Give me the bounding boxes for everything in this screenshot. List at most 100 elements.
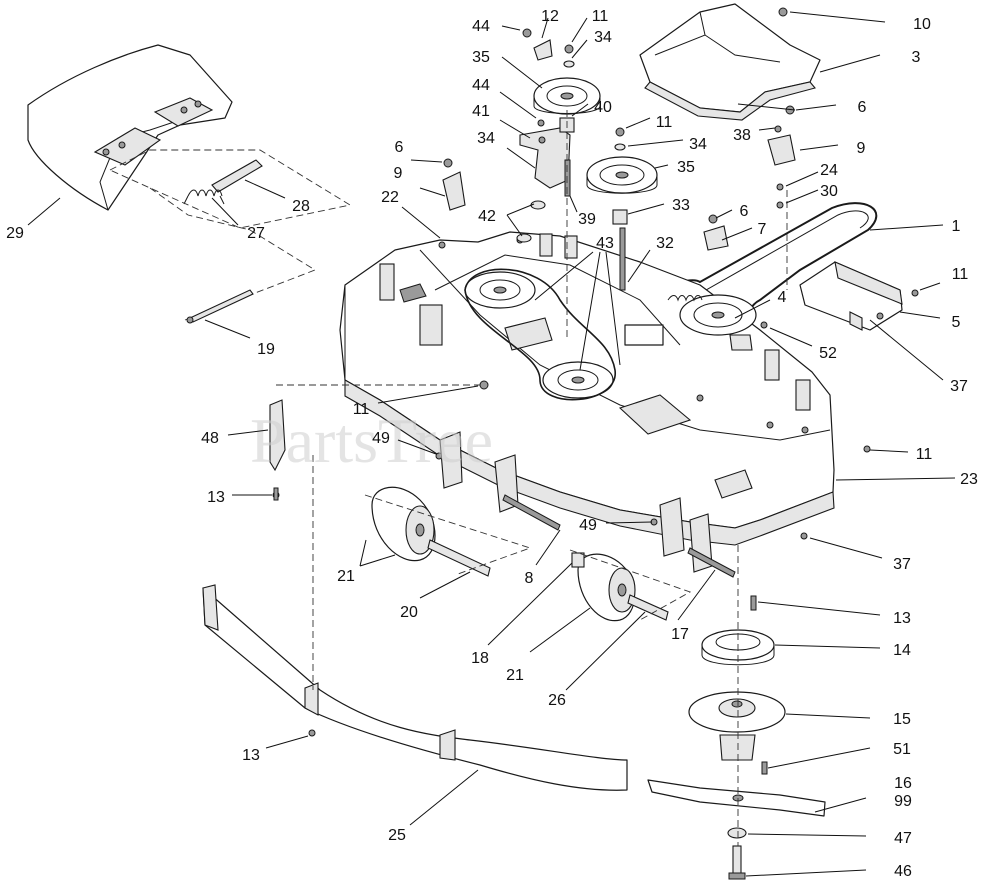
leader-lines (27, 11, 956, 877)
washer-42-bottom (516, 233, 532, 243)
callout-30: 30 (820, 183, 838, 200)
callout-1: 1 (952, 218, 961, 235)
callout-17: 17 (671, 626, 689, 643)
callout-35: 35 (677, 159, 695, 176)
bolt-8 (502, 494, 561, 531)
callout-21: 21 (337, 568, 355, 585)
callout-13: 13 (893, 610, 911, 627)
washer-42-top (530, 200, 546, 210)
callout-34: 34 (689, 136, 707, 153)
callout-37: 37 (893, 556, 911, 573)
callout-10: 10 (913, 16, 931, 33)
callout-13: 13 (207, 489, 225, 506)
callout-48: 48 (201, 430, 219, 447)
callout-24: 24 (820, 162, 838, 179)
callout-22: 22 (381, 189, 399, 206)
mower-blade-16 (647, 779, 826, 817)
watermark-text: PartsTree (250, 405, 493, 476)
spacer-33 (612, 209, 628, 225)
anti-scalp-roller-left (371, 486, 436, 562)
callout-34: 34 (477, 130, 495, 147)
callout-39: 39 (578, 211, 596, 228)
anti-scalp-plate-48 (269, 399, 286, 472)
callout-40: 40 (594, 99, 612, 116)
callout-34: 34 (594, 29, 612, 46)
callout-16: 16 (894, 775, 912, 792)
bracket-9-right (767, 134, 796, 166)
roller-axle-26 (627, 594, 669, 621)
callout-13: 13 (242, 747, 260, 764)
callout-11: 11 (592, 8, 609, 25)
callout-33: 33 (672, 197, 690, 214)
deck-skirt-25 (202, 584, 628, 791)
callout-99: 99 (894, 793, 912, 810)
bolt-39 (564, 159, 571, 197)
callout-43: 43 (596, 235, 614, 252)
callout-15: 15 (893, 711, 911, 728)
callout-35: 35 (472, 49, 490, 66)
callout-6: 6 (740, 203, 749, 220)
callout-11: 11 (353, 401, 370, 418)
callout-49: 49 (372, 430, 390, 447)
upper-pulley-35-right (586, 156, 658, 194)
callout-12: 12 (541, 8, 559, 25)
callout-11: 11 (952, 266, 969, 283)
callout-11: 11 (916, 446, 933, 463)
bracket-12 (533, 39, 553, 61)
callout-7: 7 (758, 221, 767, 238)
chute-torsion-spring (183, 189, 225, 205)
upper-pulley-35-top (533, 77, 601, 115)
callout-25: 25 (388, 827, 406, 844)
callout-52: 52 (819, 345, 837, 362)
callout-23: 23 (960, 471, 978, 488)
callout-28: 28 (292, 198, 310, 215)
callout-37: 37 (950, 378, 968, 395)
washer-47 (727, 827, 747, 839)
callout-4: 4 (778, 289, 787, 306)
callout-42: 42 (478, 208, 496, 225)
discharge-chute (27, 44, 233, 211)
callout-44: 44 (472, 77, 490, 94)
callout-19: 19 (257, 341, 275, 358)
callout-29: 29 (6, 225, 24, 242)
bolt-51 (761, 761, 768, 775)
blade-bolt-46 (728, 845, 746, 880)
bracket-7 (703, 225, 729, 251)
callout-44-top: 44 (472, 18, 490, 35)
callout-21: 21 (506, 667, 524, 684)
bracket-9-left (442, 171, 466, 211)
callout-5: 5 (952, 314, 961, 331)
callout-49: 49 (579, 517, 597, 534)
drive-pulley (679, 294, 757, 351)
callout-labels: 44 12 11 10 35 34 3 44 41 40 11 6 38 34 … (6, 8, 978, 880)
callout-41: 41 (472, 103, 490, 120)
deck-spindle-pulley-left (464, 271, 536, 309)
bolt-17 (687, 547, 736, 578)
fasteners (272, 7, 871, 737)
callout-20: 20 (400, 604, 418, 621)
callout-46: 46 (894, 863, 912, 880)
callout-11: 11 (656, 114, 673, 131)
callout-9: 9 (394, 165, 403, 182)
callout-47: 47 (894, 830, 912, 847)
callout-38: 38 (733, 127, 751, 144)
bolt-13-left (273, 487, 279, 501)
callout-3: 3 (912, 49, 921, 66)
bolt-13-spindle (750, 595, 757, 611)
callout-9: 9 (857, 140, 866, 157)
roller-axle-20 (427, 539, 491, 577)
callout-27: 27 (247, 225, 265, 242)
callout-26: 26 (548, 692, 566, 709)
spindle-housing-15 (688, 691, 786, 761)
spacer-18 (571, 552, 585, 568)
callout-18: 18 (471, 650, 489, 667)
callout-32: 32 (656, 235, 674, 252)
bolt-32 (619, 227, 626, 291)
belt-cover (639, 3, 821, 121)
callout-14: 14 (893, 642, 911, 659)
idler-spring (667, 295, 703, 302)
callout-8: 8 (525, 570, 534, 587)
chute-rod-19 (186, 289, 254, 324)
idler-bracket (799, 261, 919, 331)
